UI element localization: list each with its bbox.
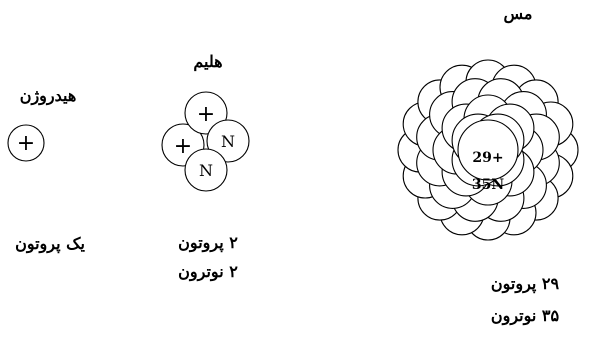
copper-neutron-label: 35N [472,177,504,193]
copper-count-line1: ۲۹ پروتون [470,274,580,294]
copper-charge-label: 29+ [472,150,503,166]
proton-symbol: + [197,102,215,127]
copper-count-line2: ۳۵ نوترون [470,306,580,326]
proton-symbol: + [174,134,192,159]
hydrogen-nucleus: + [8,125,44,161]
hydrogen-count-line1: یک پروتون [0,234,100,254]
proton-symbol: + [17,131,35,156]
helium-nucleus: + + N N [162,92,249,191]
helium-count-line1: ۲ پروتون [158,233,258,253]
helium-count-line2: ۲ نوترون [158,262,258,282]
neutron-symbol: N [221,132,235,151]
neutron-symbol: N [199,161,213,180]
